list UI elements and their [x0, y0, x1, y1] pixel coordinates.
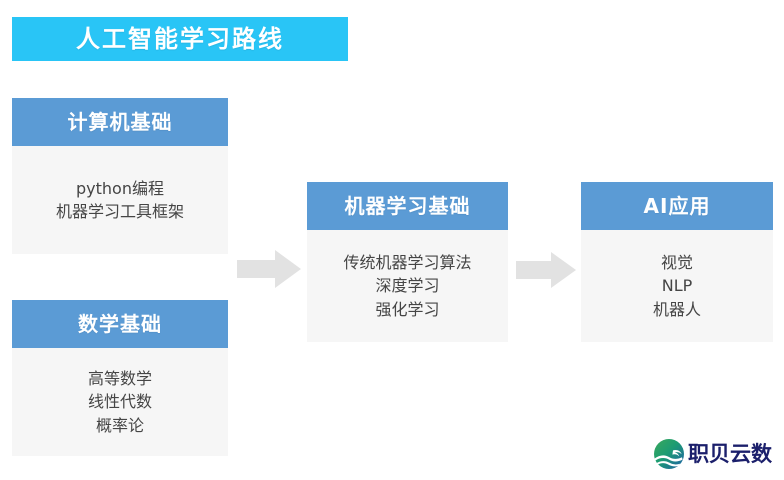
card-item: 机器学习工具框架: [55, 202, 184, 221]
card-item: python编程: [76, 178, 164, 198]
card-item: 强化学习: [375, 299, 440, 319]
card-item: 视觉: [660, 253, 693, 273]
card-item: 线性代数: [87, 392, 152, 412]
card-title-machine-learning-fundamentals: 机器学习基础: [344, 194, 471, 218]
card-header-machine-learning-fundamentals: 机器学习基础: [307, 182, 508, 230]
card-body-machine-learning-fundamentals: 传统机器学习算法 深度学习 强化学习: [307, 230, 508, 342]
card-title-ai-applications: AI应用: [643, 194, 711, 218]
card-header-computer-fundamentals: 计算机基础: [12, 98, 228, 146]
card-item: 高等数学: [87, 369, 152, 389]
card-body-math-fundamentals: 高等数学 线性代数 概率论: [12, 348, 228, 456]
card-item: 传统机器学习算法: [343, 253, 472, 273]
card-math-fundamentals: 数学基础 高等数学 线性代数 概率论: [12, 300, 228, 456]
card-header-math-fundamentals: 数学基础: [12, 300, 228, 348]
arrow-right-icon: [516, 252, 576, 288]
page-title: 人工智能学习路线: [76, 25, 284, 53]
card-item: NLP: [661, 276, 693, 296]
arrow-right-icon: [237, 250, 301, 288]
card-title-math-fundamentals: 数学基础: [78, 312, 162, 336]
brand-logo: 职贝云数: [653, 436, 777, 472]
card-item: 机器人: [652, 299, 701, 319]
card-body-computer-fundamentals: python编程 机器学习工具框架: [12, 146, 228, 254]
card-title-computer-fundamentals: 计算机基础: [67, 110, 173, 134]
card-ai-applications: AI应用 视觉 NLP 机器人: [581, 182, 773, 342]
card-machine-learning-fundamentals: 机器学习基础 传统机器学习算法 深度学习 强化学习: [307, 182, 508, 342]
card-header-ai-applications: AI应用: [581, 182, 773, 230]
card-body-ai-applications: 视觉 NLP 机器人: [581, 230, 773, 342]
brand-logo-text: 职贝云数: [688, 441, 772, 466]
card-computer-fundamentals: 计算机基础 python编程 机器学习工具框架: [12, 98, 228, 254]
wave-circle-icon: [654, 439, 684, 469]
slide-title-banner: 人工智能学习路线: [12, 17, 348, 61]
card-item: 概率论: [95, 415, 144, 435]
card-item: 深度学习: [375, 276, 440, 296]
